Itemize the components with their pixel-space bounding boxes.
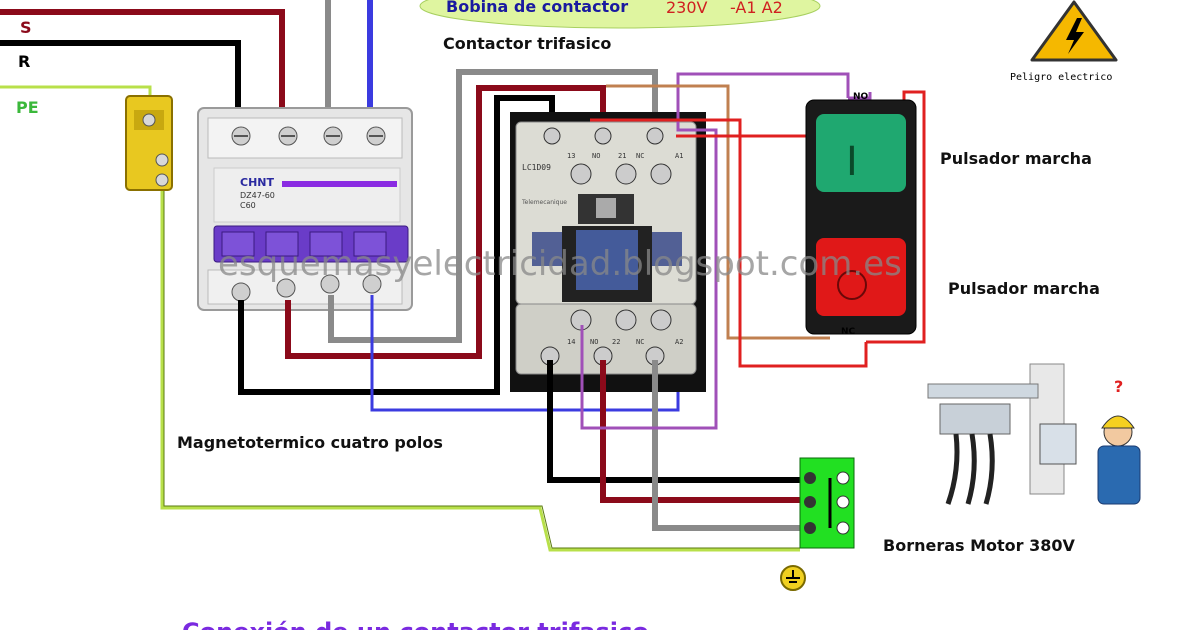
coil-terminals: -A1 A2 [730,0,783,17]
wire-pe-shade [163,180,800,549]
breaker-brand: CHNT [240,176,274,189]
label-s: S [20,18,32,37]
contactor-top-terminal: 21 [618,152,626,160]
coil-label: Bobina de contactor [446,0,628,16]
stop-button-label: Pulsador marcha [948,279,1100,298]
breaker-rating: C60 [240,201,256,210]
breaker-label: Magnetotermico cuatro polos [177,433,443,452]
start-button-symbol: I [846,139,858,185]
stop-button-symbol [837,270,867,300]
wire-r-black [0,40,241,118]
nc-label: NC [841,327,856,337]
motor-terminals-label: Borneras Motor 380V [883,536,1076,555]
warning-label: Peligro electrico [1010,72,1112,83]
stop-button[interactable] [816,238,906,316]
wire-pe-down [160,180,800,552]
watermark: esquemasyelectricidad.blogspot.com.es [218,244,902,284]
coil-bubble [419,0,821,29]
contactor-top-terminal: 13 [567,152,575,160]
breaker-bottom-screw [320,274,340,294]
label-r: R [18,52,30,71]
no-label: NO [853,92,869,102]
coil-voltage: 230V [666,0,708,17]
contactor-bottom-terminal: 22 [612,338,620,346]
start-button-label: Pulsador marcha [940,149,1092,168]
breaker-bottom-screw [231,282,251,302]
contactor-top-terminal: A1 [675,152,683,160]
contactor-bottom-terminal: 14 [567,338,575,346]
high-voltage-warning-icon [1030,0,1118,62]
contactor-top-terminal: NO [592,152,600,160]
start-button[interactable] [816,114,906,192]
contactor-bottom-terminal: A2 [675,338,683,346]
breaker-bottom-screw [276,278,296,298]
contactor-label: Contactor trifasico [443,34,611,53]
footer-text: Conexión de un contactor trifasico [182,618,649,630]
question-mark-icon: ? [1114,377,1123,396]
label-pe: PE [16,98,39,117]
ground-icon [780,565,806,591]
circuit-breaker: CHNT DZ47-60 C60 [197,107,413,311]
motor-wires [547,360,800,531]
breaker-purple-bar [282,181,397,187]
pe-terminal-block [125,95,173,191]
contactor-top-terminal: NC [636,152,644,160]
contactor-bottom-terminal: NO [590,338,598,346]
supply-wires [0,0,800,552]
contactor: 13 NO 21 NC A1 LC1D09 Telemecanique 14 N… [510,112,706,392]
electrician-illustration: ? [927,363,1141,505]
wire-s-brown [0,9,285,118]
breaker-output-wires [238,69,680,412]
motor-terminal-block [799,457,855,549]
contactor-bottom-terminal: NC [636,338,644,346]
pushbutton-station: I [805,99,917,335]
contactor-model: LC1D09 [522,163,551,172]
breaker-model: DZ47-60 [240,191,275,200]
contactor-brand: Telemecanique [521,199,567,206]
breaker-bottom-screw [362,274,382,294]
